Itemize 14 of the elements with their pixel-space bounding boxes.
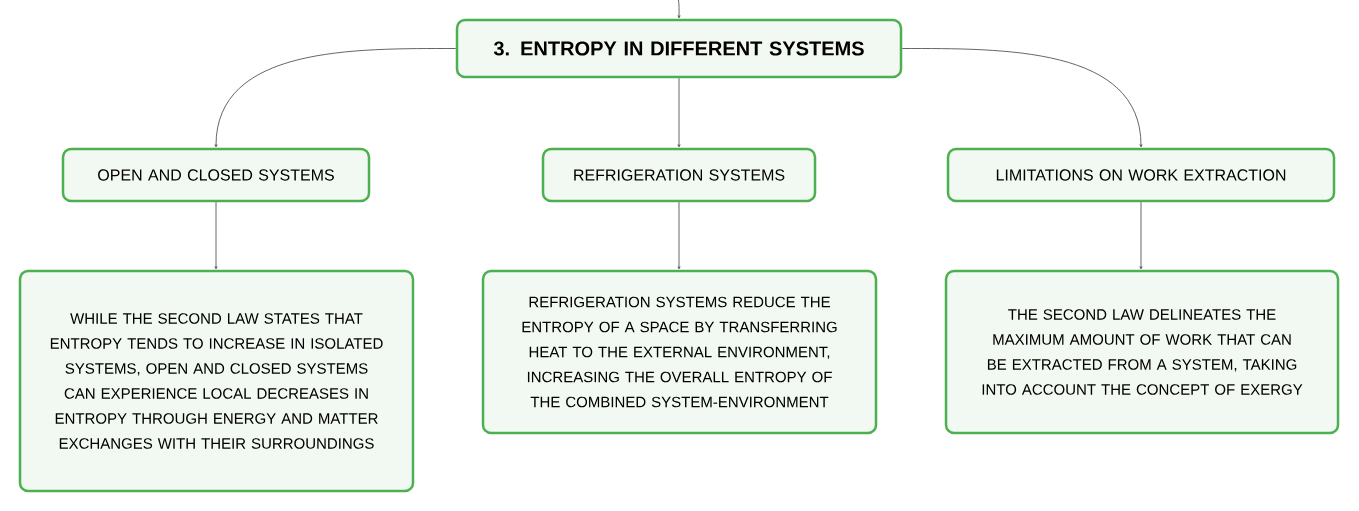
arrow xyxy=(1139,201,1143,270)
arrow xyxy=(901,48,1143,148)
description-box: WHILE THE SECOND LAW STATES THAT ENTROPY TENDS TO INCREASE IN ISOLATED SYSTEMS, OPEN AND CLOSED SYSTEMS CAN EXPERIENCE LOCAL DECREASES IN ENTROPY THROUGH ENERGY AND MATTER EXCHANGES WITH THEIR SURROUNDINGS xyxy=(18,269,415,493)
arrow xyxy=(677,77,681,148)
description-box: REFRIGERATION SYSTEMS REDUCE THE ENTROPY OF A SPACE BY TRANSFERRING HEAT TO THE EXTERNAL ENVIRONMENT, INCREASING THE OVERALL ENTROPY OF THE COMBINED SYSTEM-ENVIRONMENT xyxy=(481,269,878,435)
arrow xyxy=(677,0,681,19)
topic-box: LIMITATIONS ON WORK EXTRACTION xyxy=(946,147,1336,203)
topic-box: OPEN AND CLOSED SYSTEMS xyxy=(61,147,371,203)
arrow xyxy=(677,201,681,270)
title-box: 3. ENTROPY IN DIFFERENT SYSTEMS xyxy=(455,18,903,79)
topic-box: REFRIGERATION SYSTEMS xyxy=(541,147,817,203)
description-box: THE SECOND LAW DELINEATES THE MAXIMUM AMOUNT OF WORK THAT CAN BE EXTRACTED FROM A SYSTEM, TAKING INTO ACCOUNT THE CONCEPT OF EXERGY xyxy=(944,269,1340,435)
arrow xyxy=(214,201,218,270)
arrow xyxy=(214,48,457,148)
